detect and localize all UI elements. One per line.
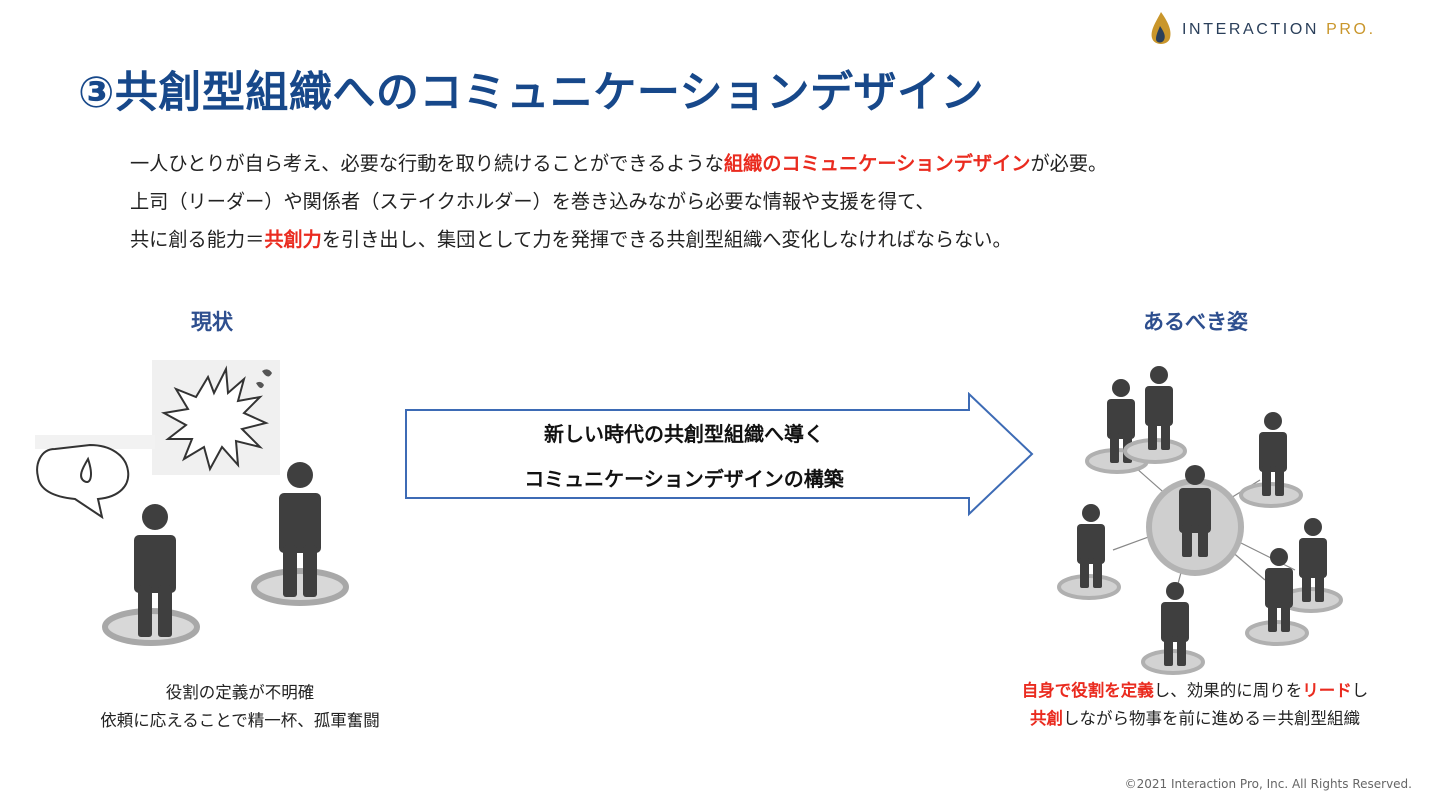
intro-highlight-design: 組織のコミュニケーションデザイン: [723, 152, 1031, 175]
company-logo: INTERACTION PRO.: [1148, 10, 1376, 50]
intro-line-1: 一人ひとりが自ら考え、必要な行動を取り続けることができるような組織のコミュニケー…: [130, 152, 1108, 175]
person-figure-1: [134, 504, 176, 637]
copyright-footer: ©2021 Interaction Pro, Inc. All Rights R…: [1124, 777, 1412, 791]
anger-burst-icon: [160, 365, 270, 472]
ideal-caption-line-2: 共創しながら物事を前に進める＝共創型組織: [1030, 709, 1360, 728]
transition-arrow: [405, 392, 1034, 517]
intro-paragraph: 一人ひとりが自ら考え、必要な行動を取り続けることができるような組織のコミュニケー…: [130, 145, 1107, 259]
current-state-caption: 役割の定義が不明確 依頼に応えることで精一杯、孤軍奮闘: [60, 679, 420, 735]
current-caption-line-2: 依頼に応えることで精一杯、孤軍奮闘: [100, 711, 380, 730]
current-caption-line-1: 役割の定義が不明確: [165, 683, 315, 702]
team-member-3: [1239, 412, 1303, 508]
ideal-caption-line-1: 自身で役割を定義し、効果的に周りをリードし: [1021, 681, 1369, 700]
leader-figure: [1179, 465, 1211, 557]
intro-line-3: 共に創る能力＝共創力を引き出し、集団として力を発揮できる共創型組織へ変化しなけれ…: [130, 228, 1012, 251]
team-member-4: [1057, 504, 1121, 600]
team-member-7: [1141, 582, 1205, 675]
intro-highlight-cocreation: 共創力: [264, 228, 322, 251]
page-title: ③共創型組織へのコミュニケーションデザイン: [78, 68, 985, 118]
ideal-state-label: あるべき姿: [1143, 310, 1248, 334]
person-figure-2: [279, 462, 321, 597]
team-member-6: [1245, 548, 1309, 646]
arrow-text: 新しい時代の共創型組織へ導く コミュニケーションデザインの構築: [404, 412, 964, 502]
ideal-state-illustration: [1057, 366, 1343, 675]
arrow-line-1: 新しい時代の共創型組織へ導く: [544, 422, 824, 446]
ideal-state-caption: 自身で役割を定義し、効果的に周りをリードし 共創しながら物事を前に進める＝共創型…: [960, 677, 1430, 733]
intro-line-2: 上司（リーダー）や関係者（ステイクホルダー）を巻き込みながら必要な情報や支援を得…: [130, 190, 935, 213]
arrow-line-2: コミュニケーションデザインの構築: [524, 467, 844, 491]
current-state-label: 現状: [191, 310, 233, 334]
team-member-2: [1123, 366, 1187, 464]
drop-icon: [80, 456, 92, 483]
flame-drop-icon: [1151, 12, 1171, 44]
logo-wordmark: INTERACTION PRO.: [1182, 21, 1376, 38]
sweat-drop-icon: [262, 369, 272, 377]
current-state-illustration: [35, 360, 349, 646]
